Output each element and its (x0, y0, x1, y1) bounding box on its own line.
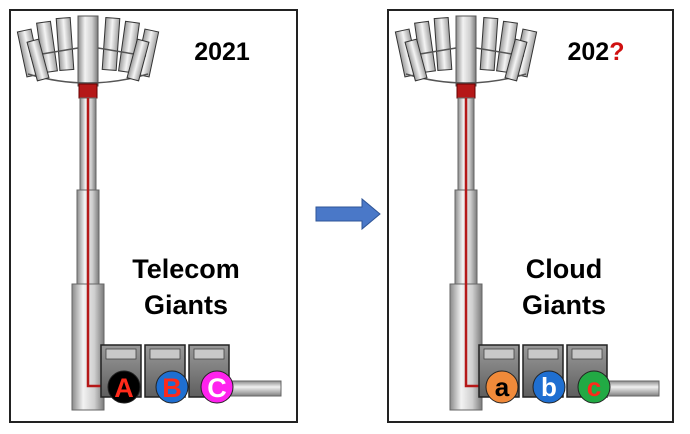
circle-letter-b-upper: B (162, 373, 182, 403)
caption-left-line2: Giants (144, 290, 228, 320)
year-prefix-right: 202 (568, 38, 610, 66)
year-suffix-right: ? (609, 38, 624, 66)
year-label-left: 2021 (194, 38, 250, 66)
circle-letter-a-upper: A (114, 373, 134, 403)
circle-b-lower (532, 370, 566, 404)
transition-arrow (315, 197, 381, 231)
circle-letter-a-lower: a (495, 372, 510, 402)
circle-group-right: a b c (485, 370, 611, 404)
year-label-right: 202? (568, 38, 625, 66)
circle-group-left: A B C (107, 370, 234, 404)
circle-b-upper (155, 370, 189, 404)
tower-left (16, 14, 283, 412)
circle-letter-c-lower: c (587, 372, 601, 402)
circle-c-lower (577, 370, 611, 404)
circle-letter-b-lower: b (541, 372, 557, 402)
circle-a-lower (485, 370, 519, 404)
circle-c-upper (200, 370, 234, 404)
caption-right-line1: Cloud (526, 254, 602, 284)
caption-right-line2: Giants (522, 290, 606, 320)
caption-left-line1: Telecom (132, 254, 240, 284)
circle-letter-c-upper: C (207, 373, 227, 403)
tower-right (394, 14, 661, 412)
circle-a-upper (107, 370, 141, 404)
